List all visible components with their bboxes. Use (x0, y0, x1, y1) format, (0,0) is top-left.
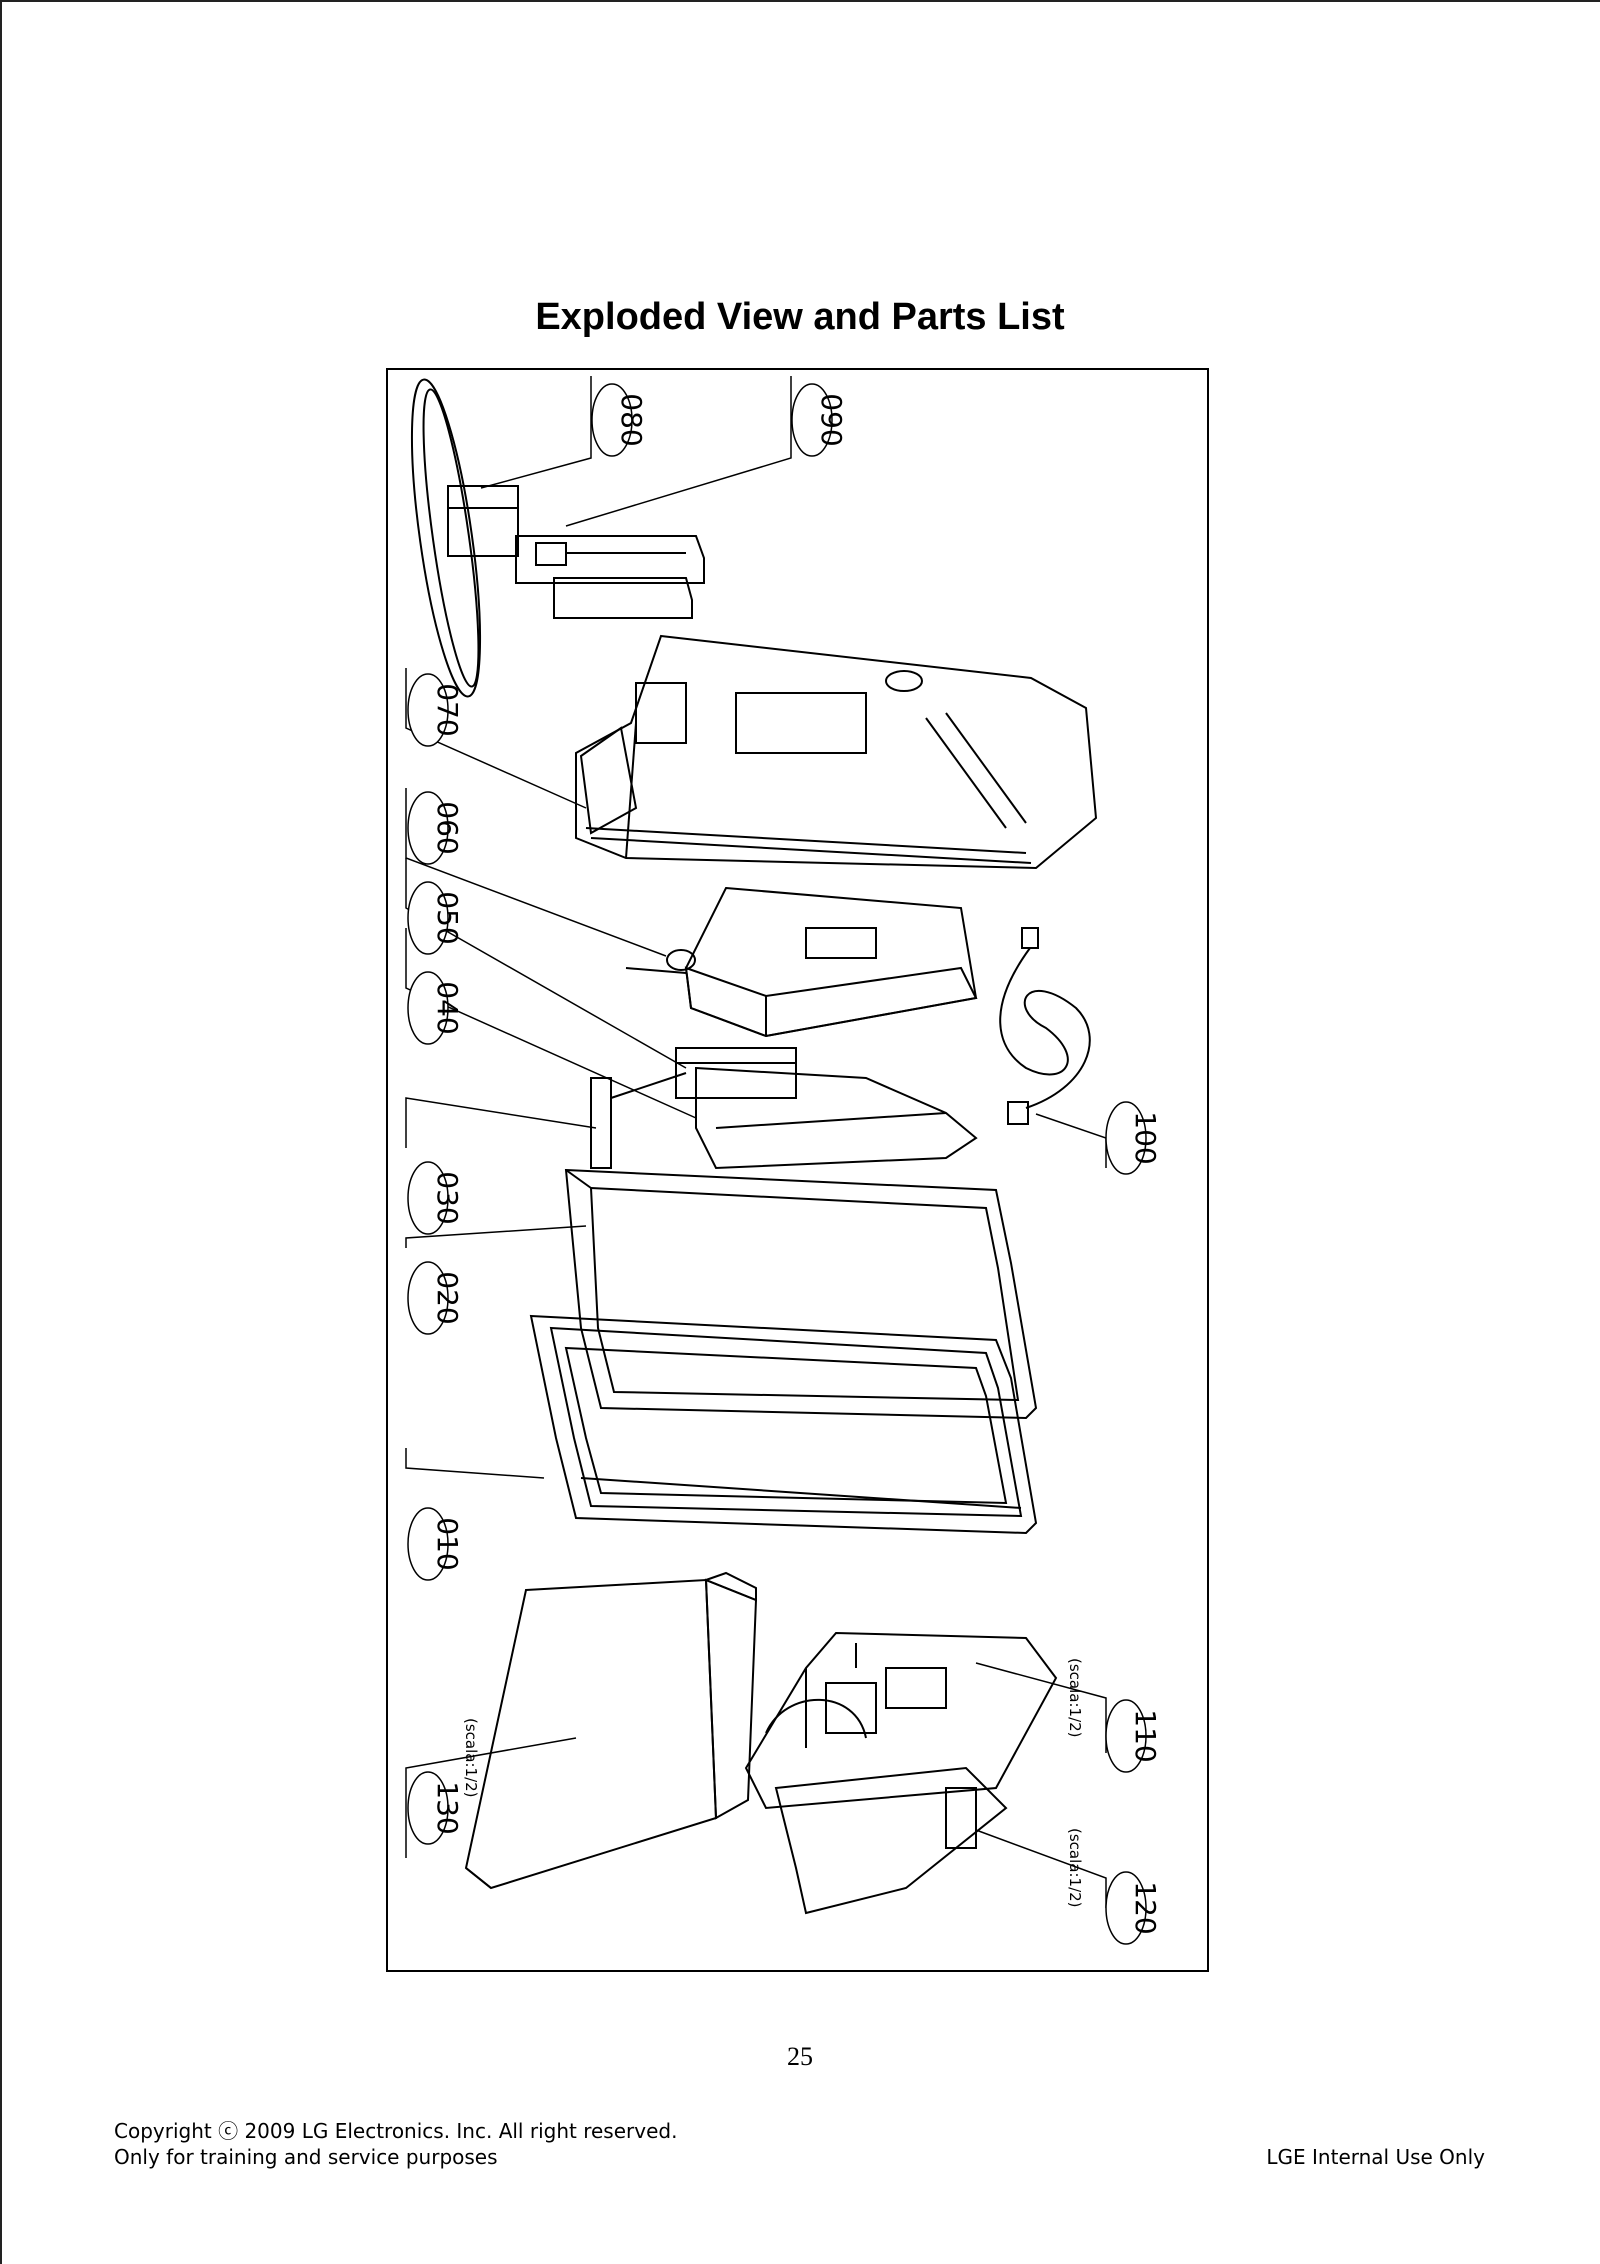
callout-100: 100 (1105, 1101, 1162, 1175)
scale-note-120: (scala:1/2) (1066, 1828, 1084, 1908)
figure-frame (386, 368, 1209, 1972)
leader-070 (405, 668, 587, 809)
callout-010: 010 (407, 1507, 464, 1581)
callout-070: 070 (407, 673, 464, 747)
callout-020: 020 (407, 1261, 464, 1335)
page-number: 25 (787, 2042, 813, 2071)
exploded-view-drawing: 080 090 070 060 050 040 030 020 (386, 368, 1209, 1972)
callout-label: 060 (431, 801, 464, 854)
leader-100 (1035, 1113, 1107, 1168)
leader-020 (405, 1225, 587, 1248)
power-cord-drawing (999, 927, 1091, 1125)
leader-130 (405, 1737, 577, 1858)
main-board-drawing (625, 886, 978, 1038)
callout-110: 110 (1105, 1699, 1162, 1773)
callout-label: 090 (815, 393, 848, 446)
leader-030 (405, 1097, 597, 1148)
callout-label: 110 (1129, 1709, 1162, 1762)
exploded-view-figure: 080 090 070 060 050 040 030 020 (386, 368, 1209, 1972)
leader-120 (975, 1829, 1107, 1908)
leader-080 (480, 376, 592, 489)
leader-040 (405, 928, 697, 1119)
callout-label: 020 (431, 1271, 464, 1324)
panel-frame-drawing (529, 1314, 1038, 1535)
callout-label: 050 (431, 891, 464, 944)
scale-note-110: (scala:1/2) (1066, 1658, 1084, 1738)
callout-130: 130 (407, 1771, 464, 1845)
callout-label: 040 (431, 981, 464, 1034)
callout-080: 080 (591, 383, 648, 457)
stand-neck-drawing (515, 535, 705, 619)
callout-label: 080 (615, 393, 648, 446)
stand-base-drawing (410, 378, 519, 698)
callout-090: 090 (791, 383, 848, 457)
back-cover-drawing (575, 634, 1098, 870)
callout-label: 130 (431, 1781, 464, 1834)
key-board-drawing (590, 1066, 978, 1170)
page-title: Exploded View and Parts List (535, 296, 1065, 338)
footer-internal: LGE Internal Use Only (1266, 2145, 1485, 2169)
callout-120: 120 (1105, 1871, 1162, 1945)
callout-040: 040 (407, 971, 464, 1045)
front-bezel-drawing (564, 1168, 1038, 1420)
leader-090 (565, 376, 792, 527)
parts-artwork (410, 378, 1098, 1915)
leader-010 (405, 1448, 545, 1479)
footer-copyright: Copyright ⓒ 2009 LG Electronics. Inc. Al… (114, 2119, 678, 2143)
callout-060: 060 (407, 791, 464, 865)
leader-110 (975, 1662, 1107, 1753)
carton-box-drawing (464, 1571, 758, 1890)
callout-label: 030 (431, 1171, 464, 1224)
scale-note-130: (scala:1/2) (462, 1718, 480, 1798)
callout-label: 100 (1129, 1111, 1162, 1164)
packing-foam-drawing (744, 1631, 1058, 1915)
footer-left: Copyright ⓒ 2009 LG Electronics. Inc. Al… (114, 2118, 677, 2170)
callout-050: 050 (407, 881, 464, 955)
footer-purpose: Only for training and service purposes (114, 2145, 498, 2169)
callout-030: 030 (407, 1161, 464, 1235)
callout-label: 070 (431, 683, 464, 736)
callout-label: 010 (431, 1517, 464, 1570)
leader-lines (405, 376, 1107, 1908)
leader-050 (405, 858, 687, 1069)
callout-label: 120 (1129, 1881, 1162, 1934)
